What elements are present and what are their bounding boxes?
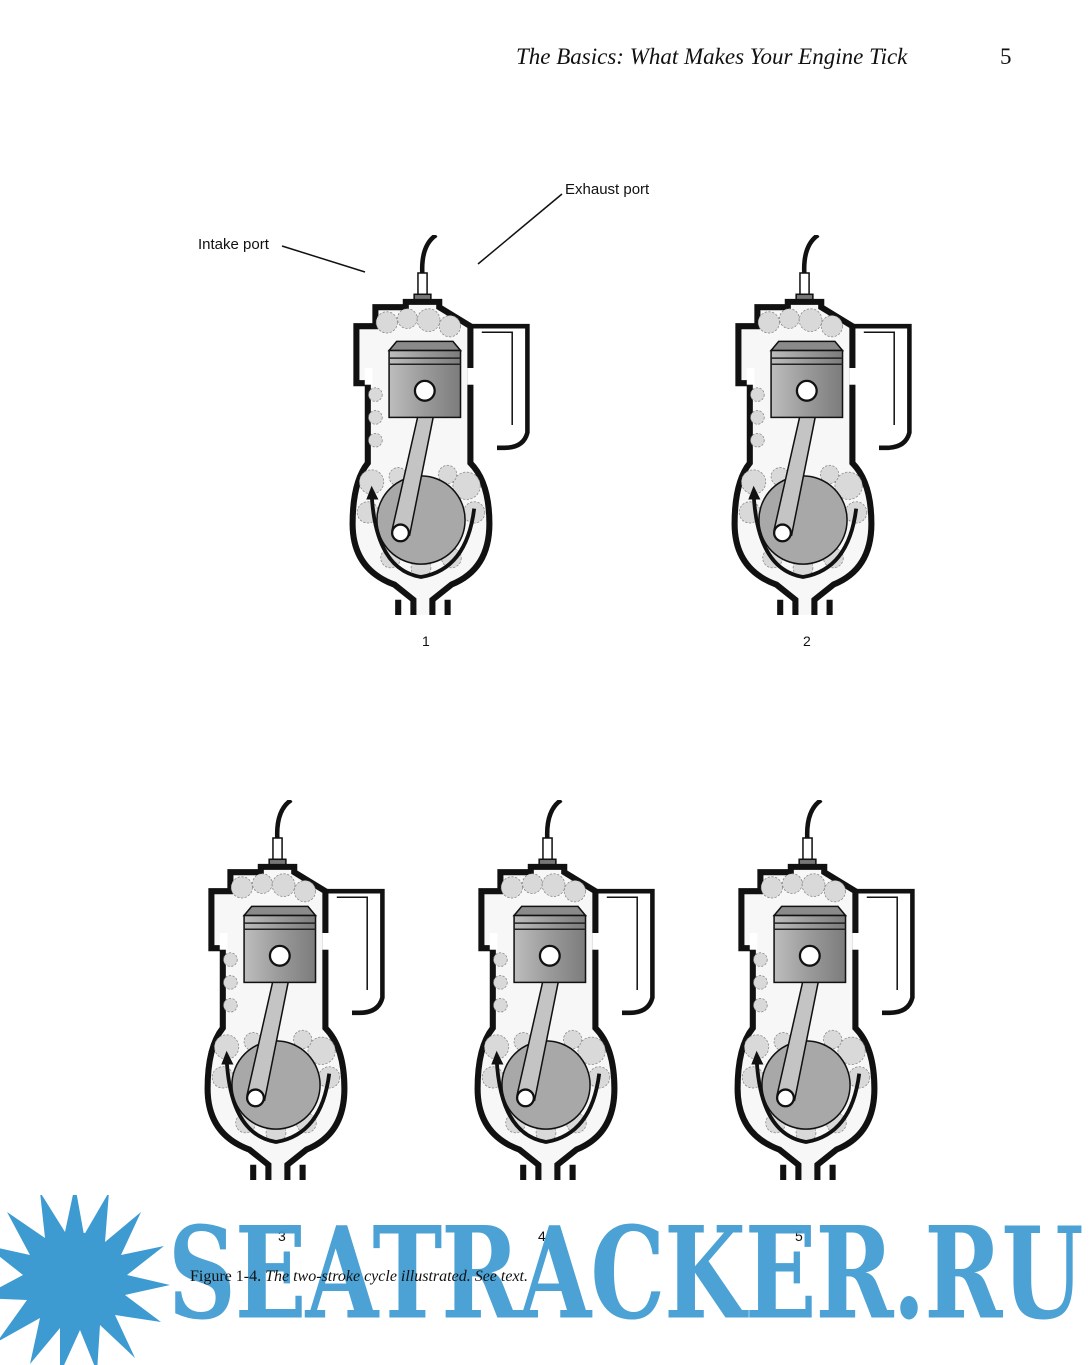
caption-text: The two-stroke cycle illustrated. See te…: [265, 1268, 528, 1285]
watermark-sunburst-logo: [0, 1195, 170, 1365]
engine-diagram-3: [185, 800, 405, 1180]
panel-label-2: 2: [803, 633, 811, 649]
panel-label-4: 4: [538, 1228, 546, 1244]
engine-diagram-1: [330, 235, 550, 615]
figure-caption: Figure 1-4. The two-stroke cycle illustr…: [190, 1268, 528, 1286]
page-number: 5: [1000, 44, 1012, 69]
running-head: The Basics: What Makes Your Engine Tick: [516, 44, 908, 69]
engine-diagram-2: [712, 235, 932, 615]
panel-label-1: 1: [422, 633, 430, 649]
exhaust-port-leader: [477, 193, 563, 265]
engine-diagram-4: [455, 800, 675, 1180]
panel-label-3: 3: [278, 1228, 286, 1244]
engine-diagram-5: [715, 800, 935, 1180]
exhaust-port-label: Exhaust port: [565, 181, 650, 198]
intake-port-leader: [281, 245, 366, 273]
watermark-text: SEATRACKER.RU: [168, 1200, 1083, 1349]
caption-label: Figure 1-4.: [190, 1268, 262, 1285]
panel-label-5: 5: [795, 1228, 803, 1244]
intake-port-label: Intake port: [198, 236, 269, 253]
page-header: The Basics: What Makes Your Engine Tick …: [0, 44, 1091, 74]
